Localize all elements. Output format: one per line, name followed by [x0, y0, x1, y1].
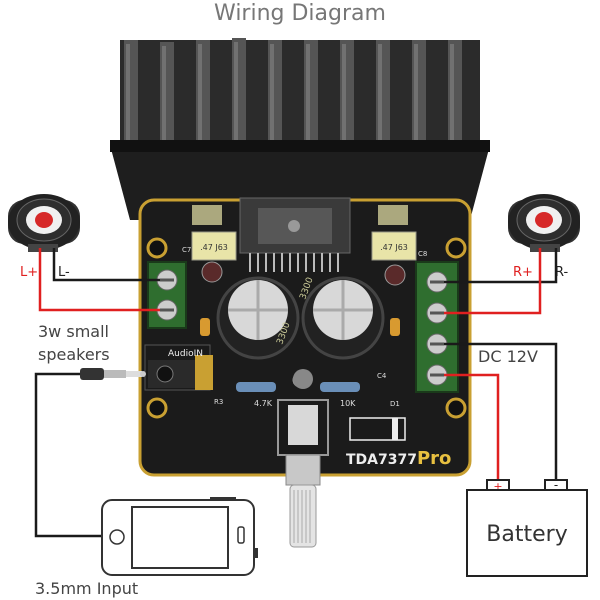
speakers-caption-line2: speakers: [38, 345, 110, 364]
label-left-minus: L-: [58, 265, 70, 280]
battery: + - Battery: [466, 478, 588, 577]
big-capacitor-right: 3300: [298, 276, 385, 360]
audio-plug: [80, 368, 146, 380]
diode: [349, 417, 406, 441]
wire-right-plus: [444, 248, 542, 315]
resistor-left: [236, 382, 276, 392]
speaker-cone-left: [35, 212, 53, 228]
film-capacitor-right-label: .47 J63: [380, 243, 408, 252]
board-brand-suffix: Pro: [417, 448, 451, 469]
board-brand: TDA7377Pro: [346, 448, 451, 469]
small-capacitor-left: [201, 261, 223, 283]
left-speaker: [8, 194, 80, 252]
left-speaker-terminal[interactable]: [147, 261, 187, 329]
wire-left-minus: [52, 248, 160, 282]
small-capacitor-right: [384, 264, 406, 286]
battery-minus: -: [554, 478, 558, 492]
mount-hole: [445, 237, 467, 259]
label-left-plus: L+: [20, 265, 38, 280]
phone-device: [101, 497, 258, 576]
ref-c7: C7: [182, 246, 191, 254]
input-label: 3.5mm Input: [35, 579, 138, 598]
wire-dc-positive: [444, 373, 500, 484]
wire-dc-negative: [444, 342, 558, 484]
ref-d1: D1: [390, 400, 400, 408]
film-capacitor-left-label: .47 J63: [200, 243, 228, 252]
resistor-left-label: 4.7K: [254, 399, 273, 408]
dc-voltage-label: DC 12V: [478, 347, 538, 366]
film-capacitor-right: [371, 231, 417, 261]
volume-potentiometer[interactable]: [277, 369, 329, 548]
speaker-cone-right: [535, 212, 553, 228]
battery-plus: +: [493, 480, 502, 493]
diagram-title: Wiring Diagram: [214, 1, 386, 26]
wire-audio-input: [34, 372, 102, 538]
mount-hole: [146, 397, 168, 419]
wires: [34, 248, 558, 538]
resistor-right: [320, 382, 360, 392]
wire-right-minus: [444, 248, 558, 284]
right-terminal-block[interactable]: [415, 261, 459, 393]
wire-left-plus: [38, 248, 160, 312]
label-right-minus: R-: [555, 265, 569, 280]
mount-hole: [146, 237, 168, 259]
ref-r3: R3: [214, 398, 223, 406]
label-right-plus: R+: [513, 265, 533, 280]
speakers-caption-line1: 3w small: [38, 322, 109, 341]
resistor-right-label: 10K: [340, 399, 356, 408]
audio-input-jack[interactable]: [144, 344, 213, 391]
battery-label: Battery: [486, 522, 567, 547]
right-speaker: [508, 194, 580, 252]
phone-home-button-icon: [109, 529, 125, 545]
ref-c4: C4: [377, 372, 387, 380]
ref-c8: C8: [418, 250, 427, 258]
film-capacitor-left: [191, 231, 237, 261]
heatsink: [110, 38, 490, 220]
mount-hole: [445, 397, 467, 419]
audio-in-label: AudioIN: [168, 349, 203, 359]
big-capacitor-left: 3300: [216, 276, 300, 360]
